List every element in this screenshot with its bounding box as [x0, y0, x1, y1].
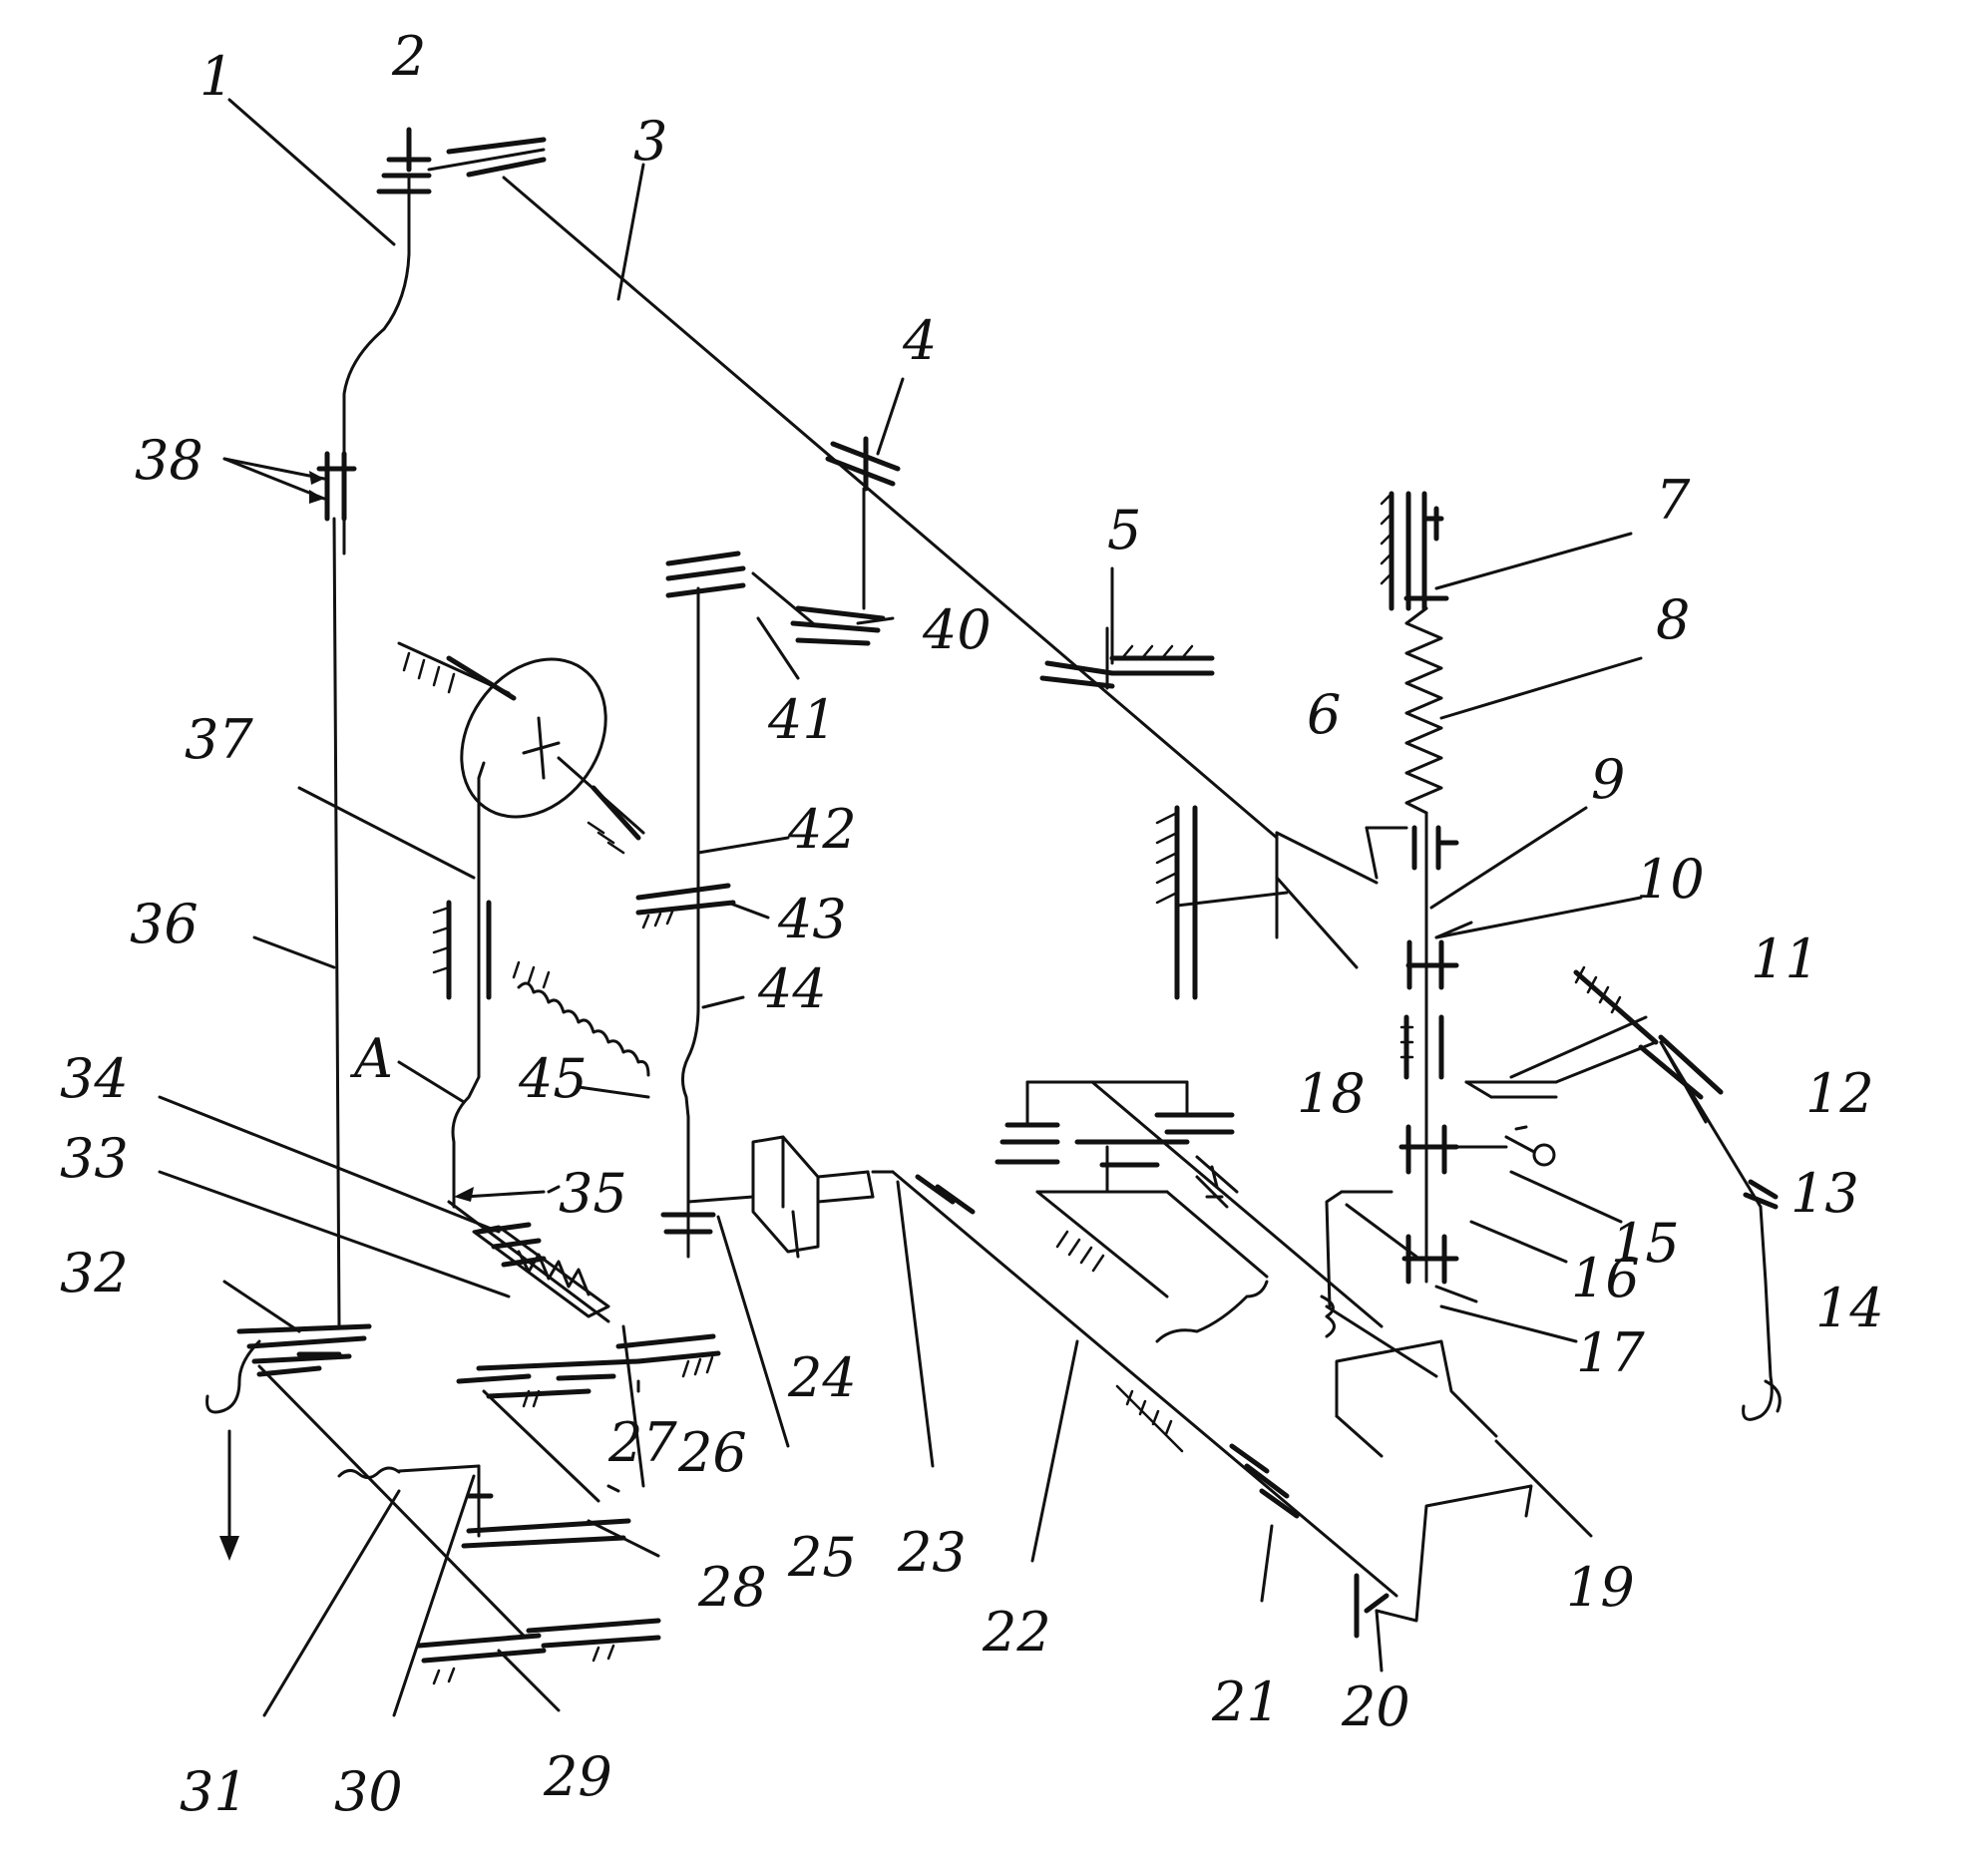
label-37: 37 — [185, 708, 253, 771]
label-7: 7 — [1656, 469, 1691, 532]
label-31: 31 — [180, 1760, 248, 1823]
support-26 — [615, 1333, 721, 1393]
block-24 — [751, 1135, 895, 1259]
label-1: 1 — [199, 45, 233, 108]
arrow-down — [219, 1429, 239, 1561]
spring-44 — [512, 960, 650, 1077]
bracket-18 — [1320, 1190, 1438, 1378]
label-20: 20 — [1341, 1675, 1410, 1738]
bar-21 — [891, 1170, 1398, 1598]
label-43: 43 — [777, 888, 847, 950]
bearing-32 — [236, 1323, 372, 1377]
spring-8 — [1404, 606, 1443, 815]
link-40 — [790, 487, 886, 646]
guide-17 — [1401, 1234, 1478, 1303]
label-38: 38 — [135, 429, 203, 492]
part-labels: 1 2 3 4 5 6 7 8 9 10 11 12 13 14 15 16 1… — [60, 25, 1884, 1823]
label-A: A — [349, 1027, 393, 1090]
label-44: 44 — [757, 957, 827, 1020]
label-42: 42 — [787, 798, 857, 861]
label-19: 19 — [1566, 1556, 1635, 1619]
label-16: 16 — [1571, 1247, 1640, 1309]
label-45: 45 — [518, 1047, 588, 1110]
label-18: 18 — [1297, 1062, 1366, 1125]
label-2: 2 — [391, 25, 426, 88]
wedge-6 — [1155, 805, 1408, 1000]
label-29: 29 — [543, 1745, 612, 1808]
link-27 — [456, 1358, 641, 1503]
clamp-20 — [1354, 1484, 1533, 1639]
label-3: 3 — [633, 110, 667, 173]
label-21: 21 — [1211, 1670, 1281, 1733]
label-10: 10 — [1636, 848, 1705, 911]
label-17: 17 — [1576, 1321, 1645, 1384]
label-5: 5 — [1107, 499, 1141, 561]
label-24: 24 — [787, 1346, 857, 1409]
column-36 — [332, 517, 341, 1328]
clutch-16 — [1398, 1124, 1508, 1175]
label-35: 35 — [559, 1162, 627, 1225]
label-4: 4 — [902, 309, 937, 372]
support-7 — [1380, 491, 1449, 611]
label-30: 30 — [334, 1760, 403, 1823]
label-23: 23 — [897, 1521, 967, 1584]
guide-10 — [1399, 921, 1473, 1080]
label-41: 41 — [767, 688, 837, 751]
label-40: 40 — [922, 598, 992, 661]
support-5 — [1039, 626, 1215, 690]
support-11 — [1573, 965, 1724, 1100]
label-32: 32 — [60, 1242, 129, 1304]
label-28: 28 — [697, 1556, 767, 1619]
label-11: 11 — [1751, 928, 1819, 990]
block-22 — [994, 1080, 1384, 1343]
rod-15 — [1464, 1040, 1658, 1167]
bar-3 — [427, 137, 1279, 840]
label-8: 8 — [1656, 588, 1690, 651]
pivot-38 — [222, 451, 357, 522]
label-15: 15 — [1611, 1212, 1680, 1275]
joint-13 — [1743, 1179, 1779, 1210]
lever-1 — [342, 173, 411, 556]
bearing-28 — [461, 1464, 631, 1549]
hook-32 — [205, 1339, 261, 1414]
label-26: 26 — [677, 1421, 747, 1484]
shaft-25 — [660, 1115, 755, 1259]
fork-19 — [1335, 1339, 1498, 1458]
label-34: 34 — [60, 1047, 129, 1110]
pivot-2 — [376, 127, 432, 194]
label-14: 14 — [1815, 1277, 1884, 1339]
label-27: 27 — [607, 1411, 677, 1474]
hook-14 — [1742, 1205, 1782, 1421]
leader-lines — [158, 98, 1708, 1717]
support-43 — [635, 883, 736, 929]
label-22: 22 — [982, 1601, 1051, 1664]
link-41 — [665, 551, 815, 625]
label-6: 6 — [1307, 683, 1341, 746]
arrow-35 — [454, 1187, 546, 1202]
label-33: 33 — [60, 1127, 129, 1190]
column-42 — [681, 586, 700, 1119]
rod-37 — [432, 761, 492, 1209]
rod-9 — [1411, 811, 1459, 1284]
label-13: 13 — [1790, 1162, 1859, 1225]
cam-disk — [460, 657, 645, 855]
label-9: 9 — [1591, 748, 1625, 811]
support-29 — [416, 1618, 661, 1685]
label-36: 36 — [130, 893, 199, 955]
pivot-4 — [825, 436, 901, 492]
support-upper-left — [397, 641, 517, 701]
label-25: 25 — [787, 1526, 857, 1589]
label-12: 12 — [1805, 1062, 1874, 1125]
